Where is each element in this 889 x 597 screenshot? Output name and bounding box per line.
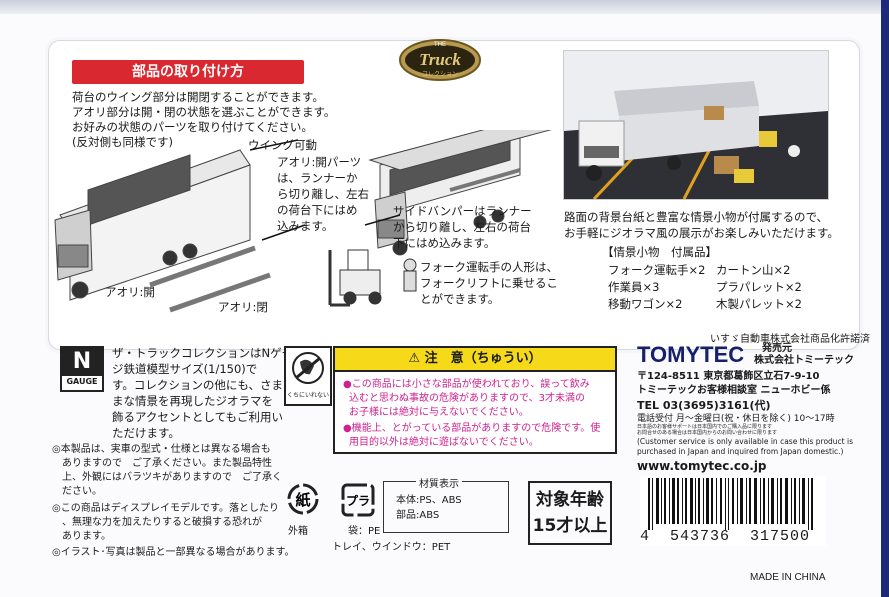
logo-top: THE — [434, 42, 446, 48]
note-line: あります。 — [62, 531, 111, 542]
accessory-item: プラパレット×2 — [716, 280, 802, 294]
box-top-edge — [0, 0, 889, 14]
caution-line: 機能上、とがっている部品がありますので危険です。使 — [351, 423, 601, 434]
support-hours-note: お問合せのある場合は日本国内からのお問い合わせに限ります — [637, 430, 778, 436]
instruction-line: お好みの状態のパーツを取り付けてください。 — [72, 120, 313, 134]
english-note: (Customer service is only available in c… — [637, 437, 853, 446]
caution-line: 用目的以外は絶対に遊ばないでください。 — [349, 437, 539, 448]
truck-collection-logo: THE Truck コレクション — [399, 39, 481, 81]
diorama-line: 路面の背景台紙と豊富な情景小物が付属するので、 — [564, 210, 829, 224]
paper-label: 外箱 — [288, 526, 308, 537]
callout-line: フォークリフトに乗せるこ — [420, 276, 558, 290]
support-desk: トミーテックお客様相談室 ニューホビー係 — [637, 385, 831, 396]
wing-callout: ウイング可動 — [248, 138, 317, 152]
n-gauge-badge: N GAUGE — [60, 346, 104, 392]
english-note: purchased in Japan and inquired from Jap… — [637, 447, 844, 456]
accessories-title: 【情景小物 付属品】 — [602, 245, 717, 259]
caution-box: ⚠ 注 意（ちゅうい） ●この商品には小さな部品が使われており、誤って飲み 込む… — [333, 346, 617, 454]
note-line: イラスト･写真は製品と一部異なる場合があります。 — [60, 547, 295, 558]
accessory-item: 木製パレット×2 — [716, 297, 802, 311]
callout-line: から切り離し、左右の荷台 — [393, 220, 531, 234]
note-line: ありますので ご了承ください。また製品特性 — [62, 458, 272, 469]
callout-line: 下にはめ込みます。 — [393, 236, 496, 250]
section-title: 部品の取り付け方 — [72, 60, 304, 84]
seller-label: 発売元 — [762, 343, 792, 354]
barcode: 4 543736 317500 — [640, 476, 826, 546]
note-line: 上、外観にはバラツキがありますので ご了承く — [62, 472, 282, 483]
diorama-photo — [563, 50, 829, 200]
plastic-label: 袋：PE — [348, 526, 381, 537]
license-text: いすゞ自動車株式会社商品化許諾済 — [710, 334, 870, 345]
accessory-item: 移動ワゴン×2 — [608, 297, 683, 311]
callout-arrows — [249, 139, 401, 241]
callout-line: サイドバンパーはランナー — [393, 204, 532, 218]
materials-title: 材質表示 — [416, 478, 462, 491]
plastic-glyph: プラ — [346, 493, 370, 508]
age-line: 対象年齢 — [536, 490, 604, 510]
aori-open-label: アオリ:開 — [105, 285, 155, 299]
plastic-label: トレイ、ウインドウ：PET — [332, 542, 451, 553]
accessory-item: カートン山×2 — [716, 263, 791, 277]
n-text-line: す。コレクションの他にも、さまざ — [112, 378, 295, 392]
no-mouth-warning-icon: くちにいれない — [284, 346, 332, 406]
truck-illustrations — [54, 130, 552, 313]
truck-right-illustration — [368, 130, 552, 256]
accessory-item: 作業員×3 — [608, 280, 660, 294]
target-age-box: 対象年齢 15才以上 — [528, 481, 612, 545]
seller-name: 株式会社トミーテック — [754, 355, 854, 366]
support-hours-note: 日本語のお客様サポートは日本国内でのご購入品に限ります — [637, 424, 773, 430]
company-url: www.tomytec.co.jp — [637, 459, 767, 473]
callout-line: の荷台下にはめ — [277, 203, 358, 217]
n-text-line: ただけます。 — [112, 426, 180, 440]
callout-line: は、ランナーか — [277, 171, 358, 185]
note-line: ださい。 — [62, 486, 102, 497]
callout-line: アオリ:開パーツ — [277, 155, 362, 169]
age-line: 15才以上 — [532, 516, 608, 536]
n-gauge-label: GAUGE — [66, 377, 98, 386]
note-line: 、無理な力を加えたりすると破損する恐れが — [62, 517, 262, 528]
accessory-item: フォーク運転手×2 — [608, 263, 706, 277]
caution-line: この商品には小さな部品が使われており、誤って飲み — [351, 379, 590, 390]
instruction-line: アオリ部分は開・閉の状態を選ぶことができます。 — [72, 105, 336, 119]
caution-header: ⚠ 注 意（ちゅうい） — [335, 348, 615, 372]
note-line: 本製品は、実車の型式・仕様とは異なる場合も — [60, 444, 271, 455]
barcode-bars — [648, 478, 813, 530]
n-gauge-letter: N — [62, 348, 102, 376]
instruction-line: (反対側も同様です) — [72, 135, 173, 149]
materials-parts: 部品:ABS — [396, 510, 440, 521]
caution-title: 注 意（ちゅうい） — [424, 351, 542, 366]
support-hours: 電話受付 月～金曜日(祝・休日を除く) 10～17時 — [637, 414, 835, 424]
logo-main: Truck — [419, 50, 461, 69]
support-tel: TEL 03(3695)3161(代) — [637, 399, 771, 412]
note-line: この商品はディスプレイモデルです。落としたり — [60, 503, 280, 514]
box-right-edge — [881, 0, 889, 597]
logo-sub: コレクション — [422, 71, 458, 78]
aori-closed-label: アオリ:閉 — [218, 300, 268, 314]
warning-icon-label: くちにいれない — [286, 392, 329, 399]
tomytec-logo: TOMYTEC — [637, 342, 745, 367]
n-text-line: 飾るアクセントとしてもご利用い — [112, 410, 284, 424]
barcode-number: 4 543736 317500 — [640, 528, 811, 545]
n-text-line: まな情景を再現したジオラマを — [112, 394, 273, 408]
callout-line: フォーク運転手の人形は、 — [420, 260, 558, 274]
n-text-line: ザ・トラックコレクションはNゲー — [112, 346, 294, 360]
materials-body: 本体:PS、ABS — [396, 495, 462, 506]
paper-glyph: 紙 — [295, 491, 310, 509]
callout-line: 込みます。 — [277, 219, 334, 233]
company-address: 〒124-8511 東京都葛飾区立石7-9-10 — [637, 371, 820, 382]
made-in: MADE IN CHINA — [750, 572, 826, 583]
forklift-illustration — [328, 249, 417, 307]
diorama-line: お手軽にジオラマ風の展示がお楽しみいただけます。 — [564, 226, 839, 240]
truck-left-illustration — [54, 149, 271, 313]
caution-line: お子様には絶対に与えないでください。 — [349, 407, 529, 418]
n-text-line: ジ鉄道模型サイズ(1/150)で — [112, 362, 258, 376]
caution-line: 込むと思わぬ事故の危険がありますので、3才未満の — [349, 393, 585, 404]
instruction-line: 荷台のウイング部分は開閉することができます。 — [72, 90, 324, 104]
callout-line: とができます。 — [420, 292, 500, 306]
callout-line: ら切り離し、左右 — [277, 187, 369, 201]
